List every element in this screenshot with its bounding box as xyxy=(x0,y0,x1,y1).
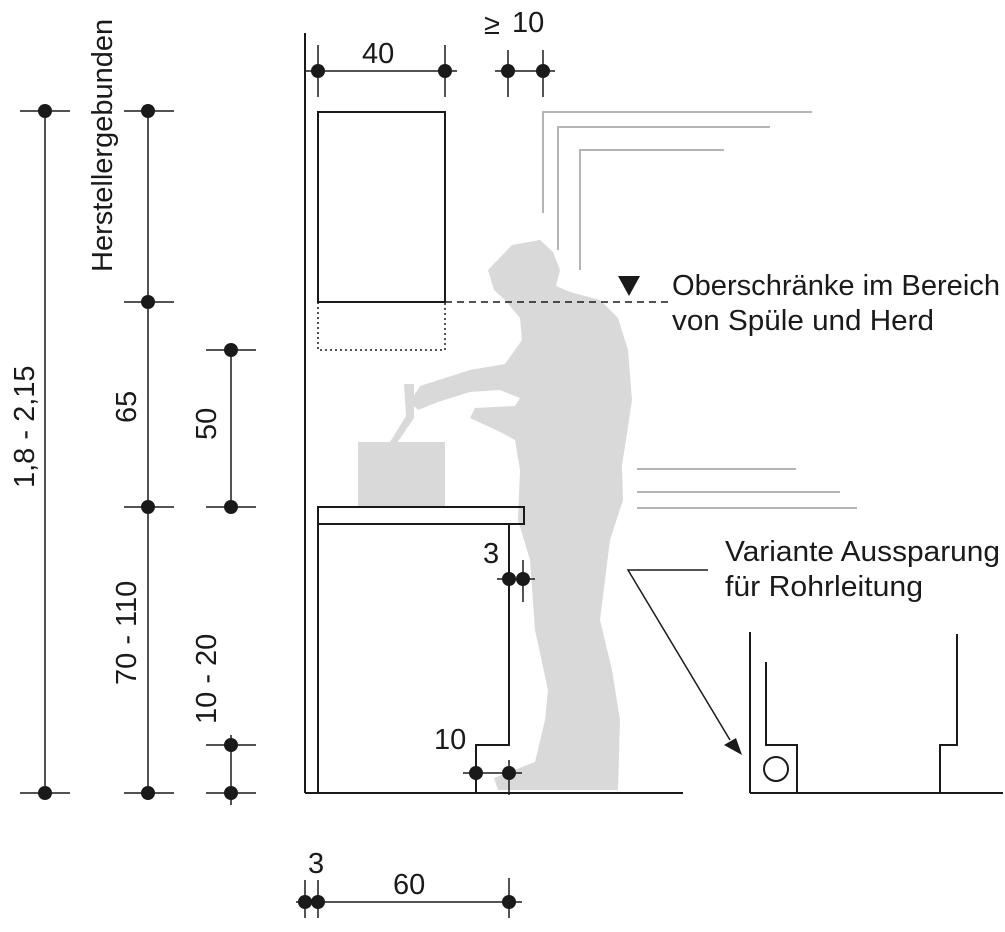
note-variant-line1: Variante Aussparung xyxy=(725,536,1000,568)
dim-base-depth xyxy=(296,878,522,918)
label-wall-gap: 3 xyxy=(308,848,324,880)
dim-cabinet-depth xyxy=(305,45,457,97)
label-min-clearance-symbol: ≥ xyxy=(484,9,500,41)
spoon xyxy=(390,384,414,446)
variant-leader-arrow xyxy=(626,569,742,755)
dim-50 xyxy=(206,343,256,514)
note-upper-cabinets-line1: Oberschränke im Bereich xyxy=(672,270,1000,302)
dim-plinth xyxy=(206,735,256,805)
label-plinth: 10 - 20 xyxy=(191,634,223,724)
label-cabinet-depth: 40 xyxy=(362,38,394,70)
note-variant-line2: für Rohrleitung xyxy=(725,571,923,603)
dim-chain-heights xyxy=(124,104,174,800)
dim-total-height xyxy=(20,104,70,800)
label-upper-gap: 65 xyxy=(111,391,143,423)
worktop xyxy=(317,506,525,525)
label-base-depth: 60 xyxy=(393,869,425,901)
level-marker-icon xyxy=(618,276,640,296)
dim-toe-recess xyxy=(463,760,522,795)
label-toe-recess: 10 xyxy=(434,724,466,756)
note-upper-cabinets-line2: von Spüle und Herd xyxy=(672,305,934,337)
hint-lines xyxy=(542,111,857,509)
label-total-height: 1,8 - 2,15 xyxy=(9,365,41,488)
pipe-icon xyxy=(763,756,789,782)
upper-cabinet xyxy=(317,111,446,303)
label-work-height: 70 - 110 xyxy=(111,581,143,685)
dim-min-clearance xyxy=(495,50,555,97)
pot xyxy=(358,442,445,506)
person-silhouette xyxy=(358,240,632,790)
label-min-clearance: 10 xyxy=(512,7,544,39)
label-manufacturer: Herstellergebunden xyxy=(87,19,119,272)
label-gap-50: 50 xyxy=(191,408,223,440)
dim-worktop-overhang xyxy=(497,560,535,602)
variant-detail xyxy=(749,632,1003,794)
label-worktop-overhang: 3 xyxy=(483,538,499,570)
upper-cabinet-extension xyxy=(317,302,446,351)
